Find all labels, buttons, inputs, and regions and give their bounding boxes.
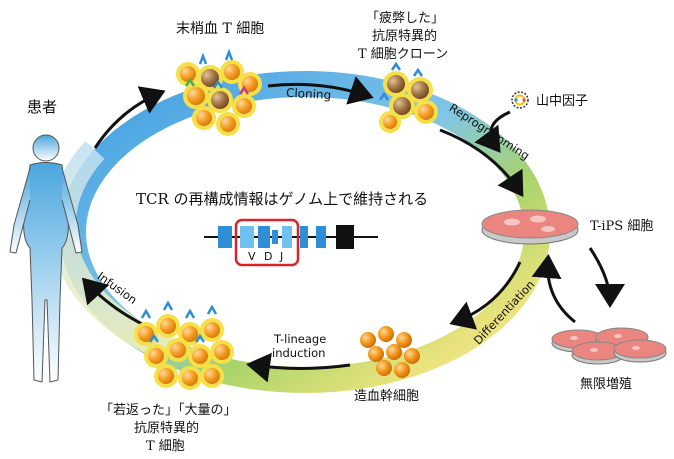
label-t-lineage-2: induction [272, 346, 325, 360]
tcr-gene-diagram [204, 218, 378, 267]
label-cloning: Cloning [286, 86, 332, 102]
label-yamanaka-factors: 山中因子 [536, 94, 588, 109]
arrow-cloning [267, 76, 374, 105]
gene-segment-1 [218, 226, 232, 248]
label-peripheral-t-cells: 末梢血 T 細胞 [176, 21, 264, 37]
label-patient: 患者 [27, 98, 57, 116]
tcr-statement: TCR の再構成情報はゲノム上で維持される [136, 190, 428, 208]
label-rejuvenated-1: 「若返った」「大量の」 [100, 402, 237, 418]
gene-segment-j [282, 226, 292, 248]
label-j: J [279, 250, 283, 263]
arrow-to-peripheral [93, 86, 166, 149]
exhausted-t-cell-clone [378, 61, 438, 133]
cycle-ring-left [49, 141, 175, 363]
arrow-reprogramming [439, 128, 524, 197]
arrow-differentiation [449, 261, 522, 330]
vdj-box [234, 218, 300, 267]
label-exhausted-2: 抗原特異的 [372, 28, 437, 44]
patient-figure [9, 134, 83, 383]
yamanaka-factors-icon [511, 91, 529, 109]
arrow-yamanaka [474, 110, 511, 153]
gene-segment-v [258, 226, 270, 248]
gene-segment-2 [240, 226, 254, 248]
label-exhausted-3: T 細胞クローン [358, 47, 448, 62]
gene-segment-4 [316, 226, 326, 248]
hematopoietic-cells [360, 326, 420, 378]
label-exhausted-1: 「疲弊した」 [366, 10, 444, 26]
gene-segment-d [272, 230, 278, 244]
label-rejuvenated-3: T 細胞 [146, 439, 185, 454]
arrow-from-expansion [531, 254, 576, 324]
rejuvenated-t-cells [134, 300, 234, 390]
peripheral-t-cells [176, 48, 262, 136]
t-ips-dish [481, 209, 579, 245]
label-d: D [264, 250, 272, 263]
expansion-dishes [551, 327, 667, 365]
label-v: V [248, 250, 256, 263]
label-rejuvenated-2: 抗原特異的 [134, 420, 199, 436]
label-t-ips-cells: T-iPS 細胞 [590, 219, 653, 234]
gene-segment-constant [336, 225, 354, 249]
arrow-to-expansion [588, 247, 625, 308]
label-t-lineage-1: T-lineage [273, 332, 326, 346]
arrow-t-lineage [246, 352, 351, 383]
label-unlimited-expansion: 無限増殖 [580, 376, 632, 392]
gene-segment-3 [300, 226, 308, 248]
label-hematopoietic-cells: 造血幹細胞 [354, 388, 419, 404]
